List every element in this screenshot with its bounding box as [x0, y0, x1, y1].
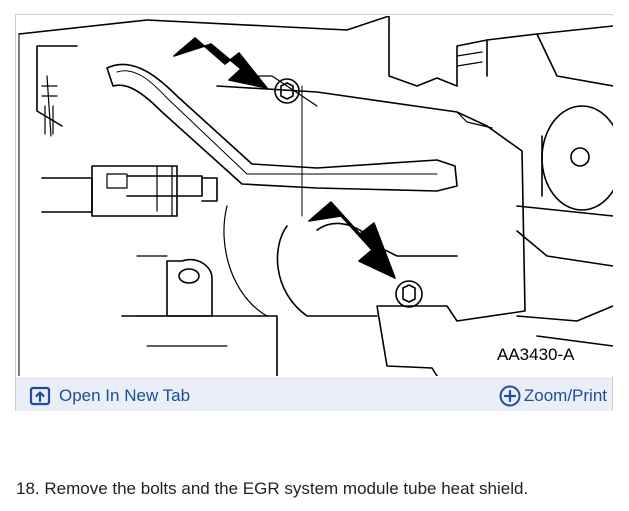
figure-toolbar: Open In New Tab Zoom/Print: [16, 378, 612, 411]
egr-heat-shield-diagram: AA3430-A: [17, 16, 613, 376]
open-in-new-tab-button[interactable]: Open In New Tab: [29, 385, 190, 407]
step-instruction: 18. Remove the bolts and the EGR system …: [16, 479, 529, 498]
zoom-print-button[interactable]: Zoom/Print: [499, 385, 607, 407]
open-new-tab-icon: [29, 385, 51, 407]
zoom-print-label: Zoom/Print: [523, 386, 607, 405]
diagram-label: AA3430-A: [497, 345, 575, 364]
figure-panel: AA3430-A Open In New Tab Zoom/Print: [15, 14, 613, 411]
open-in-new-tab-label: Open In New Tab: [59, 386, 191, 405]
zoom-plus-icon: [499, 385, 521, 407]
